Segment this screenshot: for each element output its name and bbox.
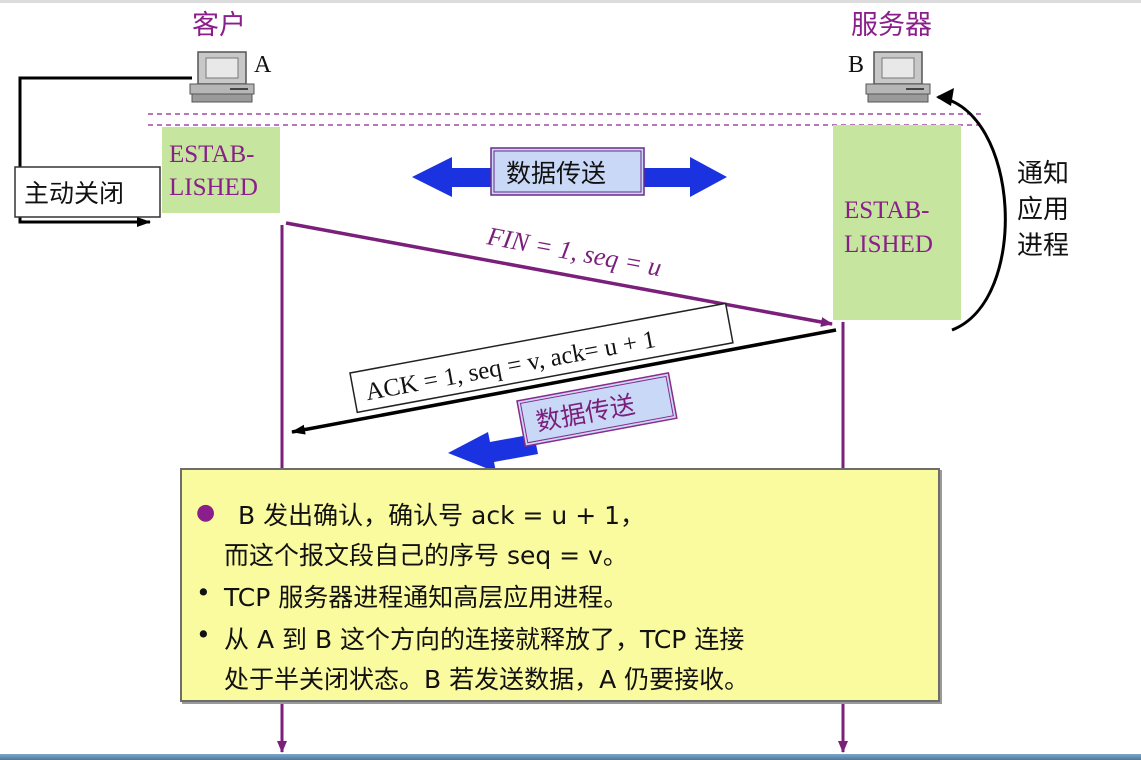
computer-icon-a (189, 51, 255, 103)
notify-app-line3: 进程 (1017, 231, 1069, 261)
client-title: 客户 (192, 10, 246, 41)
notify-app-line2: 应用 (1017, 195, 1069, 225)
fin-arrow (285, 221, 833, 327)
server-state-box (833, 125, 961, 320)
server-state-line1: ESTAB- (844, 197, 930, 224)
bullet-icon: ● (196, 500, 216, 525)
note-item-3-line1: 从 A 到 B 这个方向的连接就释放了，TCP 连接 (224, 625, 745, 654)
server-state-line2: LISHED (844, 231, 933, 258)
reverse-data-arrow (448, 432, 538, 472)
server-title: 服务器 (851, 10, 932, 41)
note-item-1-line2: 而这个报文段自己的序号 seq = v。 (224, 541, 628, 570)
note-item-2-text: TCP 服务器进程通知高层应用进程。 (224, 583, 629, 612)
bottom-bar (0, 754, 1141, 760)
client-state-box (162, 127, 280, 213)
fin-message: FIN = 1, seq = u (484, 221, 664, 282)
ack-message-box (349, 302, 734, 414)
note-item-3-line2: 处于半关闭状态。B 若发送数据，A 仍要接收。 (224, 665, 750, 694)
notify-app-line1: 通知 (1017, 159, 1069, 189)
active-close-label: 主动关闭 (24, 179, 124, 208)
reverse-data-box (516, 372, 678, 448)
data-transfer-label: 数据传送 (506, 159, 606, 188)
host-label-b: B (848, 52, 864, 78)
bullet-icon: • (196, 578, 211, 607)
notify-app-curve (937, 95, 1007, 332)
ack-arrow (291, 328, 837, 435)
client-state-line2: LISHED (169, 174, 258, 201)
computer-icon-b (865, 51, 931, 103)
host-label-a: A (254, 52, 272, 78)
notify-app-arrowhead (936, 88, 954, 106)
active-close-bracket (18, 76, 192, 227)
client-state-line1: ESTAB- (169, 141, 255, 168)
explanation-note: ● B 发出确认，确认号 ack = u + 1， 而这个报文段自己的序号 se… (180, 468, 940, 702)
bullet-icon: • (196, 620, 211, 649)
note-item-1-line1: B 发出确认，确认号 ack = u + 1， (238, 501, 646, 530)
